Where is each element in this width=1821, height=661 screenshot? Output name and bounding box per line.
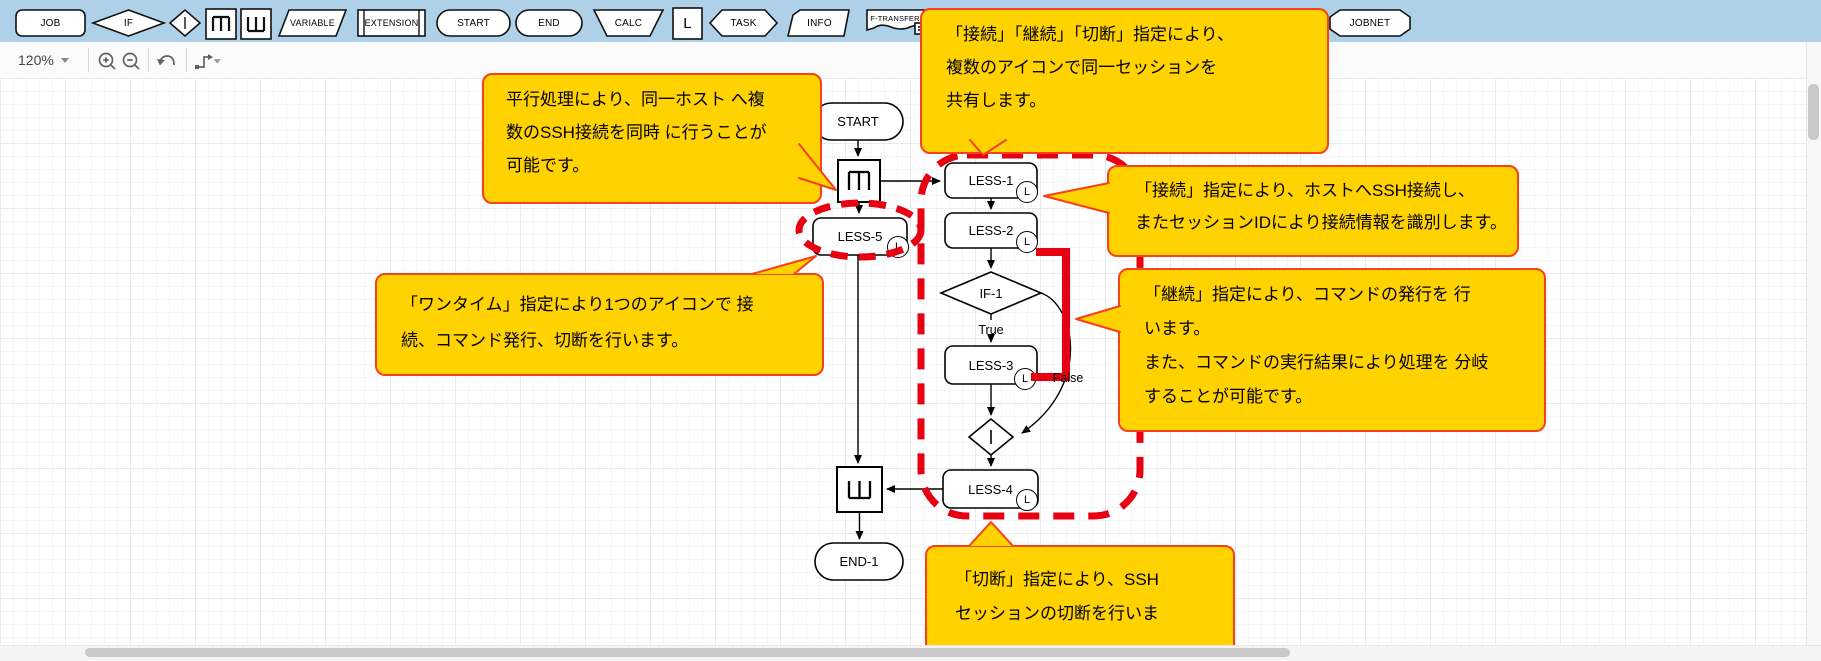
callout-line: 続、コマンド発行、切断を行います。 xyxy=(401,331,689,350)
callout-disconnect: 「切断」指定により、SSH セッションの切断を行いま xyxy=(925,545,1235,658)
edge-label-true: True xyxy=(978,322,1004,337)
node-sentinel[interactable] xyxy=(969,419,1013,455)
callout-line: セッションの切断を行いま xyxy=(955,604,1159,623)
callout-line: 「継続」指定により、コマンドの発行を 行 xyxy=(1144,285,1471,304)
toolbar-shape-parallel-end[interactable] xyxy=(241,9,271,39)
session-badge: L xyxy=(887,236,909,258)
zoom-out-icon[interactable] xyxy=(121,51,143,73)
callout-line: またセッションIDにより接続情報を識別します。 xyxy=(1135,213,1507,232)
toolbar-shape-calc[interactable] xyxy=(594,10,663,36)
callout-session-sharing: 「接続」「継続」「切断」指定により、 複数のアイコンで同一セッションを 共有しま… xyxy=(920,8,1329,154)
toolbar-divider xyxy=(186,48,187,72)
callout-line: 「接続」「継続」「切断」指定により、 xyxy=(946,25,1234,44)
session-badge: L xyxy=(1014,368,1036,390)
node-if-1[interactable]: IF-1 xyxy=(979,285,1003,301)
callout-continue: 「継続」指定により、コマンドの発行を 行 います。 また、コマンドの実行結果によ… xyxy=(1118,268,1546,432)
undo-icon[interactable] xyxy=(156,51,180,73)
session-badge: L xyxy=(1016,181,1038,203)
toolbar-shape-if[interactable] xyxy=(93,10,164,36)
toolbar-shape-loop[interactable] xyxy=(673,8,702,39)
toolbar-shape-variable[interactable] xyxy=(279,10,346,36)
callout-line: 複数のアイコンで同一セッションを xyxy=(946,58,1218,77)
node-start[interactable]: START xyxy=(837,114,879,129)
toolbar-shape-info[interactable] xyxy=(788,10,849,36)
vertical-scrollbar-thumb[interactable] xyxy=(1808,84,1819,140)
node-parallel-start[interactable] xyxy=(838,160,880,202)
canvas-toolbar xyxy=(0,42,1821,79)
toolbar-shape-sentinel[interactable] xyxy=(170,10,200,36)
connector-style-icon[interactable] xyxy=(193,51,223,73)
callout-line: また、コマンドの実行結果により処理を 分岐 xyxy=(1144,353,1489,372)
edge-label-false: False xyxy=(1052,370,1084,385)
toolbar-shape-jobnet[interactable] xyxy=(1330,10,1410,36)
session-badge: L xyxy=(1016,231,1038,253)
toolbar-shape-job[interactable] xyxy=(16,10,85,36)
session-badge: L xyxy=(1016,489,1038,511)
callout-line: することが可能です。 xyxy=(1144,387,1313,406)
node-parallel-end[interactable] xyxy=(837,467,882,512)
zoom-level-dropdown[interactable]: 120% xyxy=(8,47,90,73)
node-end-1[interactable]: END-1 xyxy=(839,554,879,569)
callout-line: 「接続」指定により、ホストへSSH接続し、 xyxy=(1135,181,1475,200)
toolbar-shape-extension[interactable] xyxy=(358,10,425,36)
callout-line: 「ワンタイム」指定により1つのアイコンで 接 xyxy=(401,295,754,314)
toolbar-shape-start[interactable] xyxy=(437,10,510,36)
toolbar-shape-ftransfer[interactable] xyxy=(867,8,928,34)
callout-parallel-processing: 平行処理により、同一ホスト へ複 数のSSH接続を同時 に行うことが 可能です。 xyxy=(482,73,822,204)
zoom-in-icon[interactable] xyxy=(97,51,119,73)
callout-line: 可能です。 xyxy=(506,156,590,175)
callout-line: 平行処理により、同一ホスト へ複 xyxy=(506,90,765,109)
zoom-level-value: 120% xyxy=(18,52,54,68)
callout-connect: 「接続」指定により、ホストへSSH接続し、 またセッションIDにより接続情報を識… xyxy=(1107,165,1519,257)
callout-line: います。 xyxy=(1144,319,1211,338)
callout-line: 数のSSH接続を同時 に行うことが xyxy=(506,123,767,142)
callout-onetime: 「ワンタイム」指定により1つのアイコンで 接 続、コマンド発行、切断を行います。 xyxy=(375,273,824,376)
toolbar-divider xyxy=(148,48,149,72)
vertical-scrollbar[interactable] xyxy=(1806,42,1821,645)
toolbar-shape-parallel-start[interactable] xyxy=(206,9,236,39)
callout-line: 「切断」指定により、SSH xyxy=(955,570,1159,589)
callout-line: 共有します。 xyxy=(946,91,1047,110)
horizontal-scrollbar-thumb[interactable] xyxy=(85,648,1290,657)
toolbar-shape-task[interactable] xyxy=(710,10,777,36)
chevron-down-icon xyxy=(60,57,69,63)
toolbar-shape-end[interactable] xyxy=(516,10,582,36)
toolbar-divider xyxy=(88,48,89,72)
